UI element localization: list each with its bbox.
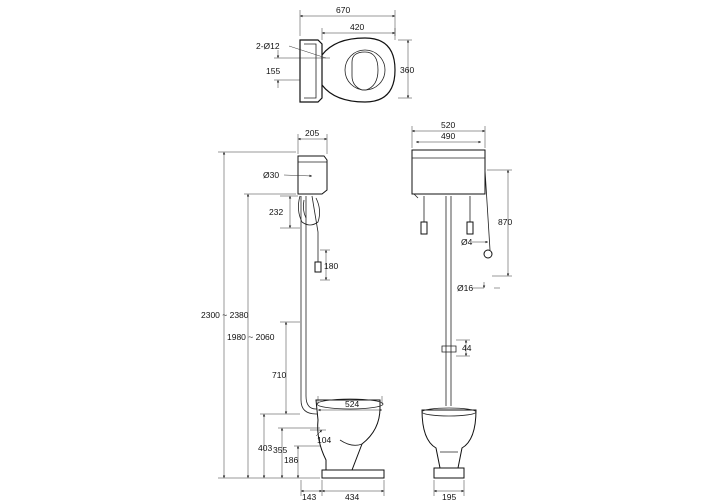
side-overall-label: 2300 ~ 2380 [201,310,249,320]
side-pan-offset-label: 104 [317,435,331,445]
side-flush-pipe-label: Ø30 [263,170,279,180]
side-pan-rim-label: 524 [345,399,359,409]
side-outlet-label: 403 [258,443,272,453]
side-pan-length-label: 434 [345,492,359,502]
side-wall-gap-label: 143 [302,492,316,502]
front-view: 520 490 870 Ø4 Ø16 44 195 [411,120,512,502]
front-handle-dia-label: Ø16 [457,283,473,293]
plan-bowl-width-label: 420 [350,22,364,32]
side-cistern-bottom-label: 1980 ~ 2060 [227,332,275,342]
side-base-label: 186 [284,455,298,465]
side-view: 205 Ø30 232 180 2300 ~ 2380 1980 ~ 2060 … [201,128,385,502]
front-pedestal-label: 195 [442,492,456,502]
front-clip-label: 44 [462,343,472,353]
side-chain-label: 180 [324,261,338,271]
plan-offset-label: 155 [266,66,280,76]
side-bracket-label: 232 [269,207,283,217]
front-chain-dia-label: Ø4 [461,237,473,247]
plan-width-label: 670 [336,5,350,15]
plan-view: 670 420 2-Ø12 155 360 [256,5,414,103]
front-pull-height-label: 870 [498,217,512,227]
side-outlet-center-label: 355 [273,445,287,455]
front-cistern-inner-label: 490 [441,131,455,141]
side-pipe-height-label: 710 [272,370,286,380]
side-cistern-depth-label: 205 [305,128,319,138]
plan-depth-label: 360 [400,65,414,75]
plan-holes-label: 2-Ø12 [256,41,280,51]
front-cistern-width-label: 520 [441,120,455,130]
